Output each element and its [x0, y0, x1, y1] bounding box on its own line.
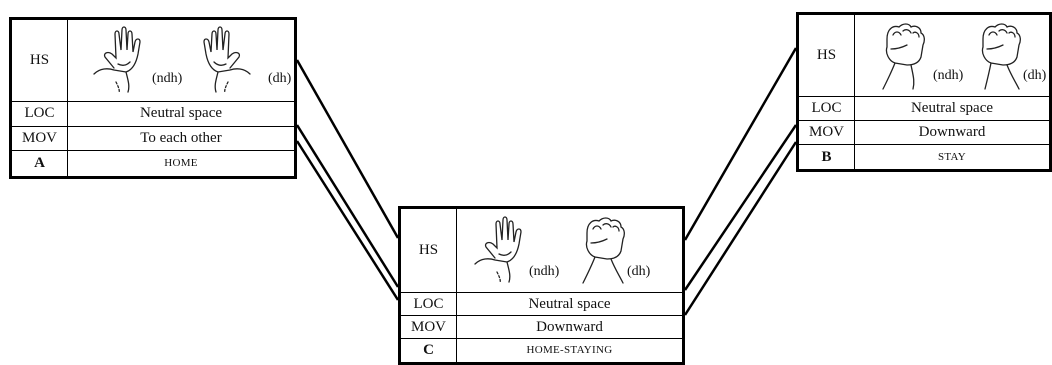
handshape-cell: (ndh) (dh) — [457, 209, 682, 293]
loc-label: LOC — [799, 97, 855, 121]
flat-hand-icon — [203, 26, 251, 94]
mov-value: Downward — [855, 121, 1049, 145]
sign-table-c: HS (ndh) (dh) LOC Neutral space MOV Down… — [398, 206, 685, 365]
connector-a-c-middle — [295, 124, 400, 288]
table-letter: C — [401, 339, 457, 362]
loc-value: Neutral space — [457, 293, 682, 316]
loc-label: LOC — [401, 293, 457, 316]
sign-table-a: HS (ndh) (dh) LOC Neutral space MOV To e… — [9, 17, 297, 179]
handshape-cell: (ndh) (dh) — [68, 20, 294, 102]
handshape-cell: (ndh) (dh) — [855, 15, 1049, 97]
connector-b-c-lower — [683, 141, 798, 316]
table-letter: A — [12, 151, 68, 176]
hand-tag-ndh: (ndh) — [529, 264, 560, 279]
hand-tag-ndh: (ndh) — [152, 71, 183, 86]
gloss-value: HOME-STAYING — [526, 344, 613, 356]
hand-tag-dh: (dh) — [627, 264, 651, 279]
hs-label: HS — [799, 15, 855, 97]
flat-hand-icon — [93, 26, 141, 94]
connector-b-c-upper — [683, 47, 798, 241]
sign-table-b: HS (ndh) (dh) LOC Neutral space MOV Down — [796, 12, 1052, 172]
hand-tag-dh: (dh) — [268, 71, 292, 86]
hs-label: HS — [12, 20, 68, 102]
table-letter: B — [799, 145, 855, 169]
mov-label: MOV — [401, 316, 457, 339]
gloss-value: STAY — [937, 150, 967, 163]
loc-value: Neutral space — [68, 102, 294, 127]
connector-b-c-middle — [683, 124, 798, 291]
fist-icon — [981, 23, 1021, 90]
loc-value: Neutral space — [855, 97, 1049, 121]
fist-icon — [582, 217, 625, 284]
mov-label: MOV — [799, 121, 855, 145]
hs-label: HS — [401, 209, 457, 293]
connector-a-c-lower — [295, 140, 400, 301]
flat-hand-icon — [474, 216, 522, 284]
gloss-value: HOME — [164, 157, 198, 170]
hand-tag-ndh: (ndh) — [933, 68, 964, 83]
mov-label: MOV — [12, 126, 68, 152]
loc-label: LOC — [12, 102, 68, 127]
mov-value: To each other — [68, 127, 294, 152]
fist-icon — [882, 23, 925, 90]
mov-value: Downward — [457, 316, 682, 339]
hand-tag-dh: (dh) — [1023, 68, 1047, 83]
connector-a-c-upper — [295, 59, 400, 239]
